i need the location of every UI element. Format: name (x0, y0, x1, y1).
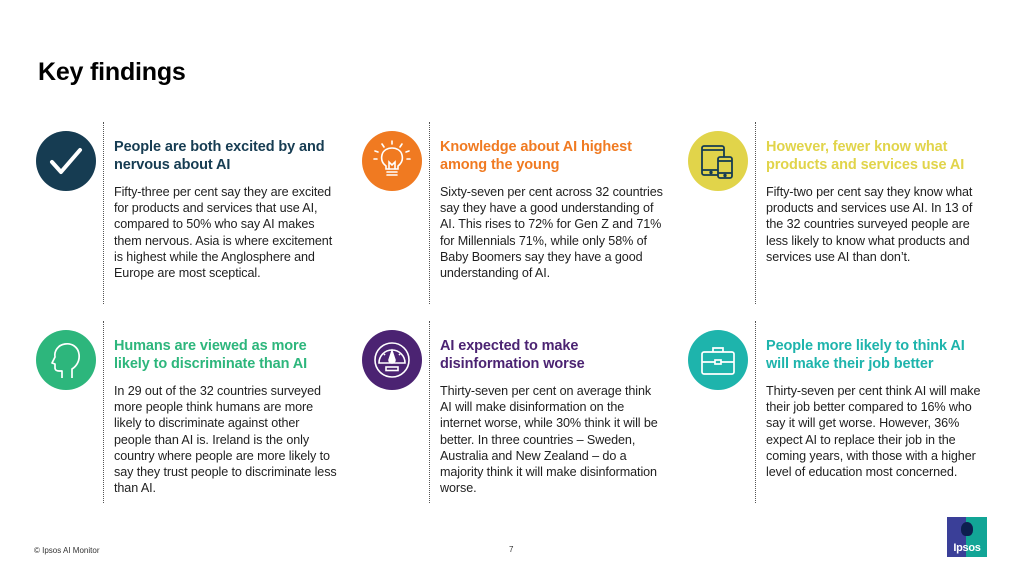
briefcase-icon (701, 347, 735, 375)
finding-heading: People are both excited by and nervous a… (114, 139, 325, 173)
human-head-icon (51, 343, 81, 378)
finding-body: Thirty-seven per cent think AI will make… (766, 384, 981, 480)
devices-icon (701, 145, 733, 179)
finding-heading: Humans are viewed as more likely to disc… (114, 338, 308, 372)
finding-heading: People more likely to think AI will make… (766, 338, 965, 372)
finding-card-disinformation: AI expected to make disinformation worse… (351, 321, 676, 506)
lightbulb-icon-badge (362, 131, 422, 191)
finding-body: Sixty-seven per cent across 32 countries… (440, 185, 663, 281)
finding-heading: Knowledge about AI highest among the you… (440, 139, 632, 173)
finding-body: Thirty-seven per cent on average think A… (440, 384, 658, 496)
dotted-divider (103, 122, 104, 304)
dotted-divider (755, 321, 756, 503)
finding-card-discrimination: Humans are viewed as more likely to disc… (25, 321, 350, 506)
dotted-divider (103, 321, 104, 503)
finding-card-job-better: People more likely to think AI will make… (677, 321, 1002, 506)
finding-body: Fifty-three per cent say they are excite… (114, 185, 333, 281)
logo-head-icon (961, 522, 973, 536)
logo-text: Ipsos (953, 542, 981, 554)
footer-copyright: © Ipsos AI Monitor (34, 546, 100, 555)
finding-heading: However, fewer know what products and se… (766, 139, 965, 173)
finding-heading: AI expected to make disinformation worse (440, 338, 585, 372)
checkmark-icon-badge (36, 131, 96, 191)
human-head-icon-badge (36, 330, 96, 390)
ipsos-logo: Ipsos (947, 517, 987, 557)
dotted-divider (429, 122, 430, 304)
dotted-divider (429, 321, 430, 503)
finding-card-excited-nervous: People are both excited by and nervous a… (25, 122, 350, 307)
finding-body: In 29 out of the 32 countries surveyed m… (114, 384, 337, 496)
briefcase-icon-badge (688, 330, 748, 390)
gauge-icon (374, 342, 410, 378)
gauge-icon-badge (362, 330, 422, 390)
finding-card-knowledge-young: Knowledge about AI highest among the you… (351, 122, 676, 307)
finding-body: Fifty-two per cent say they know what pr… (766, 185, 973, 264)
page-title: Key findings (38, 58, 186, 86)
finding-card-products-services: However, fewer know what products and se… (677, 122, 1002, 307)
checkmark-icon (50, 148, 82, 174)
page-number: 7 (509, 545, 514, 554)
lightbulb-icon (373, 140, 411, 176)
dotted-divider (755, 122, 756, 304)
devices-icon-badge (688, 131, 748, 191)
